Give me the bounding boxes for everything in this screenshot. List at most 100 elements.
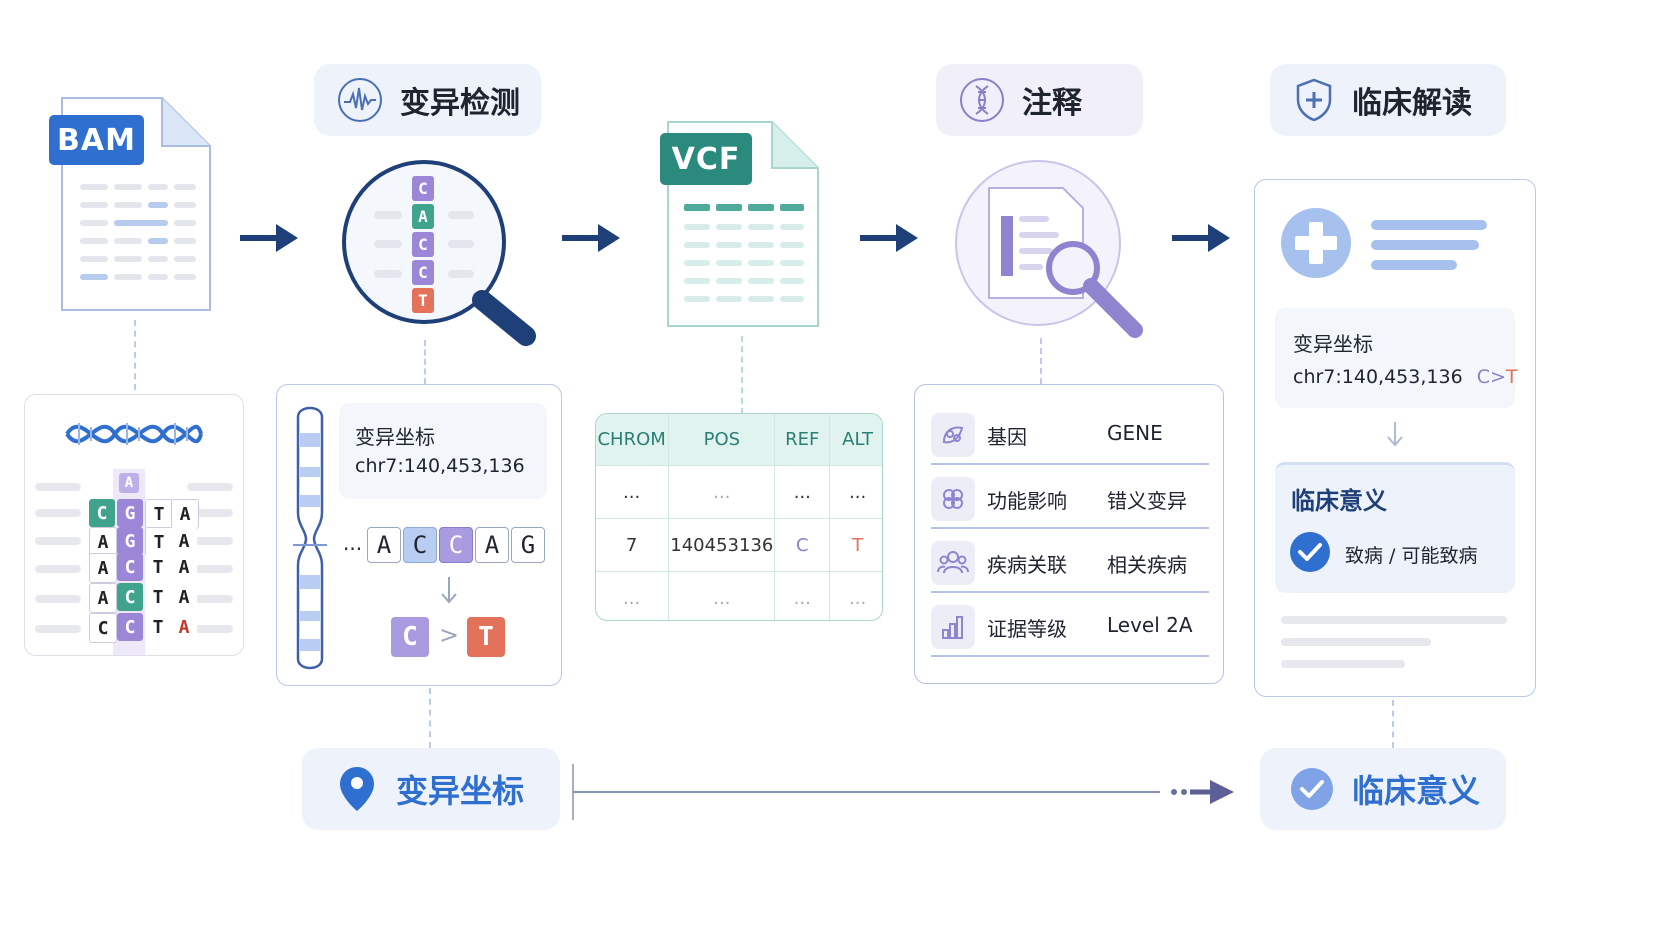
vcf-cell: 7 <box>596 518 670 572</box>
annotation-value: Level 2A <box>1107 613 1193 637</box>
chromosome-icon <box>293 406 327 670</box>
vcf-cell: ... <box>596 465 670 519</box>
ref-base: C <box>391 617 429 657</box>
connector <box>1392 700 1394 748</box>
vcf-header: REF <box>774 414 831 466</box>
magnifier-base: T <box>412 288 434 313</box>
gene-icon <box>931 413 975 457</box>
read-base: A <box>171 583 197 611</box>
location-pin-icon <box>340 767 374 811</box>
annotation-row-gene: 基因 GENE <box>931 405 1209 465</box>
connector <box>424 340 426 384</box>
vcf-cell: ... <box>774 465 831 519</box>
read-base: A <box>89 527 117 557</box>
read-base: T <box>145 553 171 581</box>
significance-label: 临床意义 <box>1291 487 1387 515</box>
vcf-table-card: CHROM POS REF ALT ... ... ... ... 7 1404… <box>595 413 883 621</box>
sequence-base-variant: C <box>439 527 473 563</box>
read-base: G <box>117 527 143 555</box>
annotation-card: 基因 GENE 功能影响 错义变异 疾病关联 相关疾病 证据等级 Level 2… <box>914 384 1224 684</box>
magnifier-base: A <box>412 204 434 229</box>
stage-clinical: 临床解读 <box>1270 64 1506 136</box>
dna-helix-icon <box>65 423 203 445</box>
vcf-cell: C <box>774 518 831 572</box>
read-base: A <box>89 553 117 583</box>
annotation-value: 相关疾病 <box>1107 553 1187 577</box>
clinical-coord-value: chr7:140,453,136 C>T <box>1293 366 1518 388</box>
vcf-cell: ... <box>774 571 831 620</box>
read-base: A <box>171 527 197 555</box>
annotation-key: 疾病关联 <box>987 553 1067 577</box>
magnifier-base: C <box>412 260 434 285</box>
flow-arrow-1 <box>240 224 298 252</box>
annotation-row-evidence: 证据等级 Level 2A <box>931 597 1209 657</box>
clinical-change-symbol: > <box>1490 366 1506 388</box>
read-base: T <box>145 613 171 641</box>
coord-box: 变异坐标 chr7:140,453,136 <box>339 403 547 499</box>
read-base: C <box>117 583 143 611</box>
flow-arrow-4 <box>1172 224 1230 252</box>
stage-annotation: 注释 <box>936 64 1143 136</box>
vcf-cell: ... <box>668 465 776 519</box>
vcf-table: CHROM POS REF ALT ... ... ... ... 7 1404… <box>596 414 882 620</box>
vcf-badge: VCF <box>660 133 752 185</box>
connector <box>134 320 136 390</box>
clinical-change-ref: C <box>1476 366 1490 388</box>
dna-icon <box>960 78 1004 122</box>
variant-coordinate-card: 变异坐标 chr7:140,453,136 ... A C C A G C > … <box>276 384 562 686</box>
bam-badge: BAM <box>49 115 144 165</box>
vcf-header: POS <box>668 414 776 466</box>
clinical-change-alt: T <box>1505 366 1518 388</box>
sequence-base: G <box>511 527 545 563</box>
read-base: A <box>171 553 197 581</box>
annotation-key: 功能影响 <box>987 489 1067 513</box>
change-symbol: > <box>439 621 460 649</box>
stage-label: 临床解读 <box>1352 86 1472 121</box>
sequence-base: A <box>475 527 509 563</box>
check-circle-icon <box>1290 532 1330 572</box>
shield-plus-icon <box>1296 78 1332 122</box>
clinical-coord-label: 变异坐标 <box>1293 332 1373 356</box>
arrow-down-icon <box>441 577 457 604</box>
bottom-clinical-significance: 临床意义 <box>1260 748 1506 830</box>
significance-value: 致病 / 可能致病 <box>1345 545 1478 567</box>
coord-value: chr7:140,453,136 <box>355 455 525 477</box>
significance-box: 临床意义 致病 / 可能致病 <box>1275 462 1515 593</box>
vcf-cell: ... <box>829 465 882 519</box>
read-base: C <box>117 553 143 581</box>
coord-label: 变异坐标 <box>355 425 435 449</box>
read-alignment-card: A C G T A A G T A A C T A A C T A C C T … <box>24 394 244 656</box>
document-search-icon <box>955 160 1143 338</box>
vcf-header: ALT <box>829 414 882 466</box>
bottom-label: 临床意义 <box>1352 772 1481 810</box>
flow-arrow-3 <box>860 224 918 252</box>
vcf-cell: T <box>829 518 882 572</box>
connector <box>429 688 431 748</box>
long-flow-arrow <box>572 764 1234 820</box>
read-base: A <box>171 613 197 641</box>
annotation-key: 基因 <box>987 425 1027 449</box>
connector <box>741 336 743 414</box>
clinical-report-card: 变异坐标 chr7:140,453,136 C>T 临床意义 致病 / 可能致病 <box>1254 179 1536 697</box>
annotation-value: 错义变异 <box>1107 489 1187 513</box>
protein-icon <box>931 477 975 521</box>
clinical-coord-text: chr7:140,453,136 <box>1293 366 1463 388</box>
annotation-row-function: 功能影响 错义变异 <box>931 469 1209 529</box>
vcf-cell: ... <box>668 571 776 620</box>
read-base: T <box>145 527 173 557</box>
read-base: A <box>119 473 139 493</box>
magnifier-base: C <box>412 176 434 201</box>
connector <box>1040 338 1042 384</box>
clinical-coord-box: 变异坐标 chr7:140,453,136 C>T <box>1275 308 1518 408</box>
read-base: G <box>117 499 143 527</box>
alt-base: T <box>467 617 505 657</box>
bottom-variant-coordinate: 变异坐标 <box>302 748 560 830</box>
check-circle-icon <box>1291 768 1333 810</box>
magnifier-icon <box>342 160 536 346</box>
sequence-ellipsis: ... <box>343 531 363 555</box>
medical-cross-icon <box>1281 208 1351 278</box>
read-base: C <box>89 613 117 643</box>
read-base: A <box>89 583 117 613</box>
read-base: C <box>117 613 143 641</box>
arrow-down-icon <box>1387 422 1403 447</box>
